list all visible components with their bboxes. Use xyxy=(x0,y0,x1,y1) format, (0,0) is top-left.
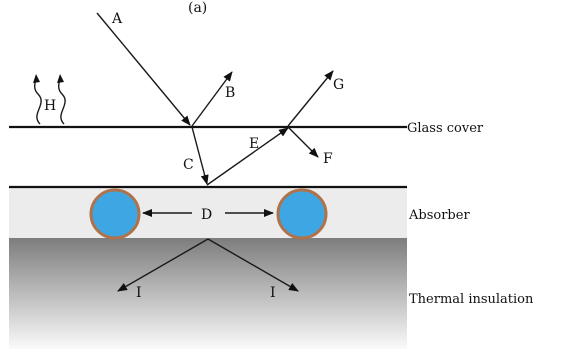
thermal-insulation-layer xyxy=(9,238,407,349)
label-b: B xyxy=(225,85,235,101)
absorber-layer xyxy=(9,188,407,238)
label-g: G xyxy=(333,77,344,93)
absorber-label: Absorber xyxy=(408,208,470,223)
absorber-tube-right xyxy=(276,188,328,240)
figure-caption: (a) xyxy=(188,0,207,16)
label-c: C xyxy=(183,157,194,173)
heat-loss-wavy-arrows xyxy=(33,74,66,125)
label-a: A xyxy=(111,11,123,27)
label-f: F xyxy=(323,151,333,167)
label-i-left: I xyxy=(136,285,142,301)
ray-i-right-loss xyxy=(207,238,299,292)
ray-c-transmitted xyxy=(191,126,209,185)
thermal-insulation-label: Thermal insulation xyxy=(409,292,534,307)
absorber-tube-left xyxy=(89,188,141,240)
label-d: D xyxy=(201,207,212,223)
ray-b-reflected xyxy=(191,71,233,127)
ray-f-reflected-back xyxy=(287,126,319,158)
ray-a-incoming xyxy=(96,12,191,126)
ray-g-escaping xyxy=(287,70,334,127)
ray-e-reflected xyxy=(206,127,289,186)
label-i-right: I xyxy=(270,285,276,301)
glass-cover-label: Glass cover xyxy=(407,121,484,136)
label-h: H xyxy=(44,98,56,114)
ray-i-left-loss xyxy=(117,238,209,292)
label-e: E xyxy=(249,136,259,152)
